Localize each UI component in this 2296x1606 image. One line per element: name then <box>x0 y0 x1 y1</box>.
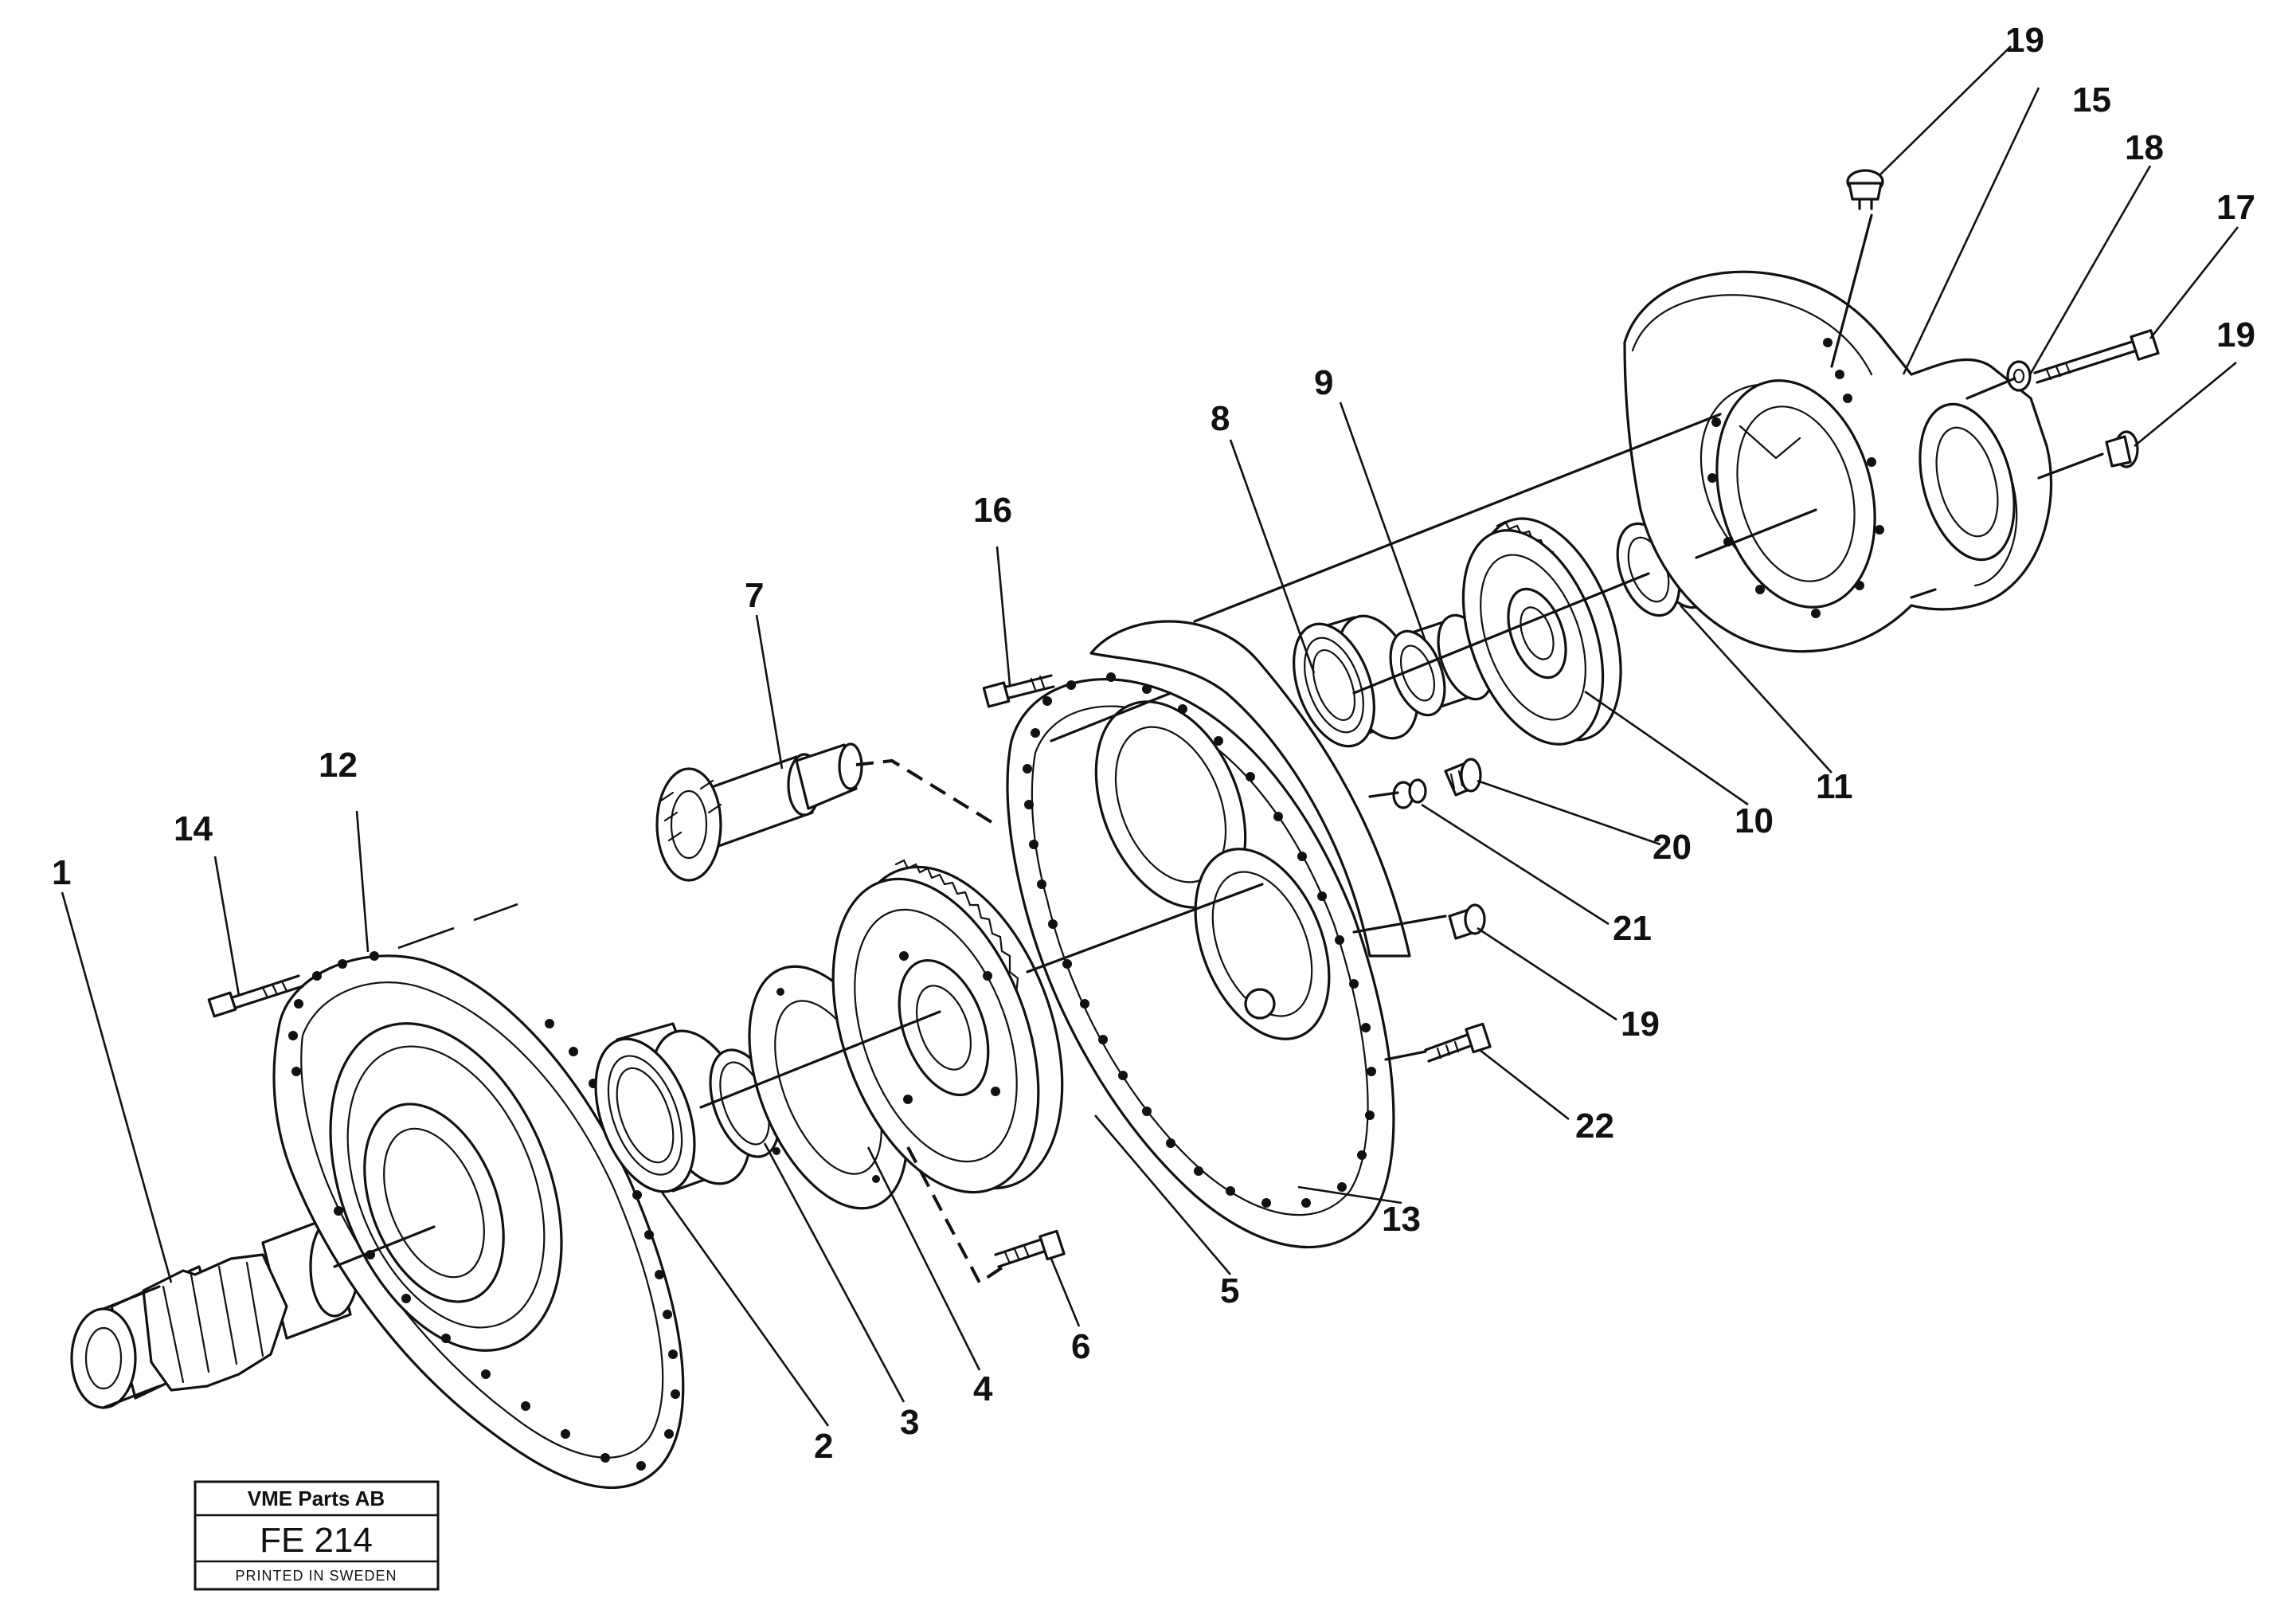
callout-17: 17 <box>2216 188 2255 227</box>
leader-lines <box>61 45 2239 1427</box>
callout-16: 16 <box>973 491 1012 530</box>
part-21-washer <box>1392 778 1427 809</box>
part-18-washer <box>2006 360 2032 392</box>
callout-10: 10 <box>1735 801 1774 840</box>
part-10-gear <box>1461 517 1622 746</box>
title-block: VME Parts AB FE 214 PRINTED IN SWEDEN <box>194 1480 440 1591</box>
callout-13: 13 <box>1382 1200 1421 1239</box>
callout-9: 9 <box>1314 363 1333 402</box>
callout-3: 3 <box>900 1403 919 1442</box>
part-22-bolt <box>1424 1022 1492 1063</box>
callout-1: 1 <box>52 853 71 892</box>
part-7-pinion-shaft <box>655 742 997 882</box>
part-17-bolt <box>2033 329 2160 384</box>
part-12-cover-plate <box>272 903 685 1490</box>
title-block-company: VME Parts AB <box>248 1487 385 1510</box>
part-19-plug-top <box>1846 169 1884 210</box>
callout-12: 12 <box>319 746 358 785</box>
callout-14: 14 <box>174 809 213 848</box>
callout-21: 21 <box>1613 909 1652 948</box>
callout-5: 5 <box>1220 1271 1239 1310</box>
callout-19-mid: 19 <box>1621 1005 1660 1044</box>
part-19-plug-mid <box>1448 903 1486 940</box>
part-19-plug-right <box>2105 430 2139 468</box>
title-block-printed: PRINTED IN SWEDEN <box>235 1568 397 1584</box>
callout-19-top: 19 <box>2005 21 2044 60</box>
callout-22: 22 <box>1575 1107 1614 1146</box>
callout-19-right: 19 <box>2216 315 2255 354</box>
part-1-pinion-shaft <box>70 1216 360 1409</box>
part-9-sleeve <box>1389 613 1494 717</box>
part-16-bolt <box>982 674 1055 708</box>
callout-6: 6 <box>1071 1327 1090 1366</box>
callout-18: 18 <box>2125 128 2164 167</box>
title-block-figure-code: FE 214 <box>260 1521 373 1560</box>
callout-7: 7 <box>745 576 764 615</box>
part-20-plug <box>1444 758 1482 797</box>
callout-11: 11 <box>1816 767 1853 806</box>
callout-20: 20 <box>1653 828 1692 867</box>
callout-labels: 1 2 3 4 5 6 7 8 9 10 11 12 13 14 15 16 1… <box>52 21 2255 1466</box>
part-6-bolt <box>906 1146 1066 1285</box>
part-14-bolt <box>207 974 304 1018</box>
callout-8: 8 <box>1211 399 1230 438</box>
callout-2: 2 <box>814 1427 833 1466</box>
callout-15: 15 <box>2072 80 2111 119</box>
part-5-gear <box>831 859 1064 1194</box>
callout-4: 4 <box>973 1369 993 1408</box>
assembly-axis-lines <box>333 213 2104 1268</box>
part-15-gear-case <box>1623 270 2053 653</box>
